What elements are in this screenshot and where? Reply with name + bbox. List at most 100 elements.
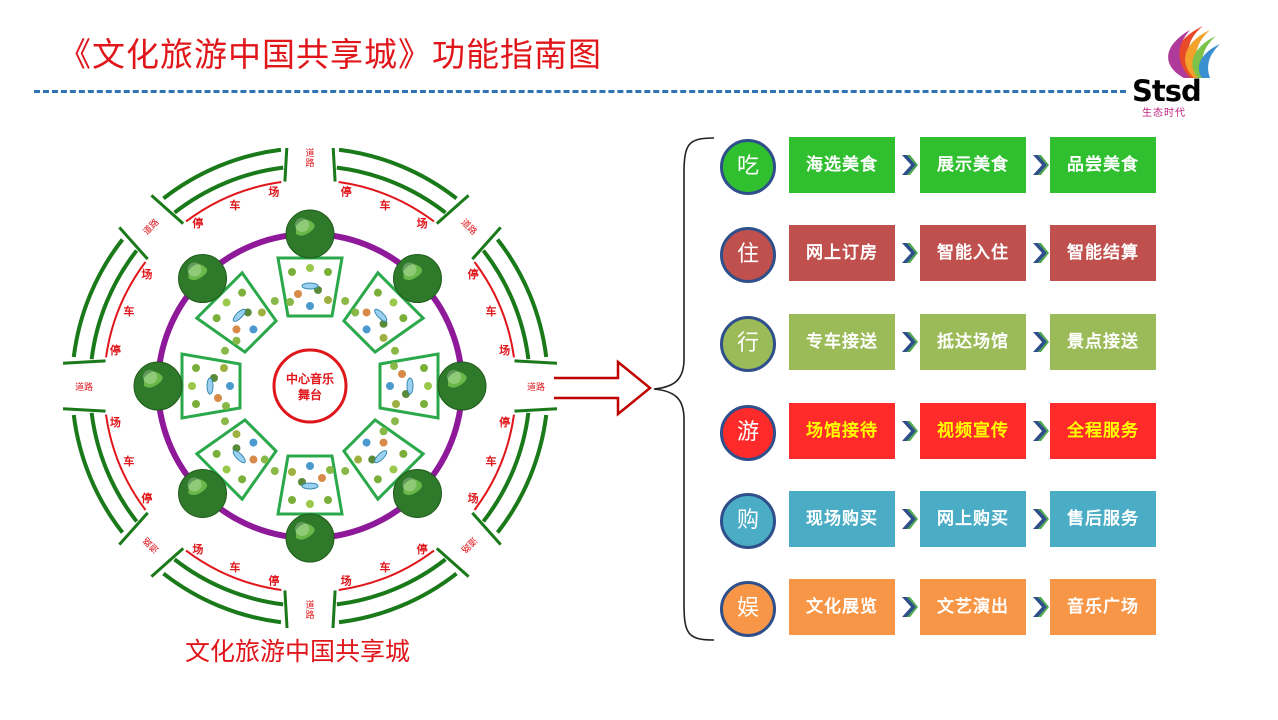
pavilion-decor bbox=[389, 298, 398, 307]
pavilion-decor bbox=[424, 382, 432, 390]
road-edge bbox=[435, 194, 470, 225]
road-edge bbox=[471, 511, 502, 546]
road-edge bbox=[331, 590, 337, 628]
outer-road-ring bbox=[173, 165, 284, 215]
category-circle: 行 bbox=[720, 316, 776, 372]
step-box: 现场购买 bbox=[789, 491, 895, 547]
city-layout-diagram: 道路道路道路道路道路道路道路道路停车场停车场停车场停车场停车场停车场停车场停车场… bbox=[62, 148, 558, 628]
outer-road-ring bbox=[173, 557, 284, 607]
pavilion-decor bbox=[326, 466, 334, 474]
pavilion-decor bbox=[288, 468, 296, 476]
fountain-icon bbox=[374, 308, 388, 322]
chevron-right-icon bbox=[1033, 597, 1049, 617]
step-box: 视频宣传 bbox=[920, 403, 1026, 459]
pavilion-decor bbox=[386, 382, 394, 390]
globe-icon bbox=[285, 513, 335, 563]
pavilion-decor bbox=[226, 382, 234, 390]
brace-icon bbox=[653, 137, 715, 641]
chevron-right-icon bbox=[902, 243, 918, 263]
globe-icon bbox=[178, 254, 228, 304]
guide-row: 行专车接送抵达场馆景点接送 bbox=[720, 314, 1160, 374]
outer-road-ring bbox=[336, 165, 447, 215]
pavilion-decor bbox=[379, 333, 388, 342]
parking-label: 停 bbox=[417, 542, 428, 556]
chevron-right-icon bbox=[902, 597, 918, 617]
pavilion-decor bbox=[398, 370, 406, 378]
outer-road-ring bbox=[338, 148, 458, 201]
pavilion-decor bbox=[306, 500, 314, 508]
parking-ring bbox=[185, 181, 282, 223]
plant-icon bbox=[270, 297, 279, 306]
guide-row: 住网上订房智能入住智能结算 bbox=[720, 225, 1160, 285]
fountain-icon bbox=[406, 377, 414, 395]
chevron-right-icon bbox=[1033, 509, 1049, 529]
chevron-right-icon bbox=[902, 509, 918, 529]
outer-road-ring bbox=[89, 249, 139, 360]
fountain-icon bbox=[301, 282, 319, 290]
guide-row: 购现场购买网上购买售后服务 bbox=[720, 491, 1160, 551]
parking-label: 车 bbox=[123, 454, 134, 468]
parking-label: 停 bbox=[499, 415, 510, 429]
road-edge bbox=[150, 194, 185, 225]
globe-land bbox=[403, 479, 423, 496]
outer-road-ring bbox=[495, 414, 549, 534]
outer-road-ring bbox=[162, 148, 282, 201]
outer-road-ring bbox=[89, 412, 139, 523]
pavilion-decor bbox=[288, 268, 296, 276]
globe-shine bbox=[295, 522, 309, 536]
fountain-icon bbox=[301, 482, 319, 490]
globe-land bbox=[448, 371, 467, 388]
title-divider bbox=[34, 90, 1126, 93]
guide-row: 游场馆接待视频宣传全程服务 bbox=[720, 403, 1160, 463]
pavilion-decor bbox=[354, 455, 363, 464]
parking-label: 停 bbox=[110, 343, 121, 357]
step-box: 网上购买 bbox=[920, 491, 1026, 547]
chevron-right-icon bbox=[902, 421, 918, 441]
globe-shine bbox=[187, 262, 202, 277]
pavilion-decor bbox=[351, 308, 360, 317]
center-stage-label: 中心音乐 bbox=[286, 371, 334, 386]
step-box: 抵达场馆 bbox=[920, 314, 1026, 370]
road-label-char: 道 bbox=[305, 599, 314, 611]
pavilion-decor bbox=[379, 427, 388, 436]
parking-label: 场 bbox=[468, 491, 479, 505]
logo-subtitle: 生态时代 bbox=[1142, 108, 1186, 119]
category-circle: 吃 bbox=[720, 139, 776, 195]
pavilion-decor bbox=[238, 475, 247, 484]
parking-ring bbox=[105, 414, 147, 511]
outer-road-ring bbox=[71, 238, 125, 358]
outer-road-ring bbox=[481, 412, 531, 523]
road-edge bbox=[435, 547, 470, 578]
parking-ring bbox=[473, 261, 515, 358]
globe-icon bbox=[392, 468, 442, 518]
plant-icon bbox=[221, 417, 230, 426]
step-box: 网上订房 bbox=[789, 225, 895, 281]
guide-row: 吃海选美食展示美食品尝美食 bbox=[720, 137, 1160, 197]
road-label: 道路 bbox=[140, 216, 161, 237]
pavilion-decor bbox=[362, 438, 371, 447]
pavilion-decor bbox=[232, 336, 241, 345]
pavilion-decor bbox=[260, 455, 269, 464]
road-label: 道路 bbox=[458, 534, 479, 555]
parking-ring bbox=[473, 414, 515, 511]
road-edge bbox=[62, 359, 106, 365]
center-stage-label: 舞台 bbox=[297, 387, 322, 402]
pavilion-decor bbox=[288, 496, 296, 504]
pavilion-decor bbox=[232, 325, 241, 334]
road-edge bbox=[514, 407, 558, 413]
globe-icon bbox=[392, 254, 442, 304]
plant-icon bbox=[341, 466, 350, 475]
page-title: 《文化旅游中国共享城》功能指南图 bbox=[58, 35, 602, 74]
pavilion-decor bbox=[212, 449, 221, 458]
parking-label: 场 bbox=[499, 343, 510, 357]
pavilion-decor bbox=[222, 298, 231, 307]
parking-ring bbox=[105, 261, 147, 358]
pavilion-decor bbox=[286, 298, 294, 306]
parking-label: 停 bbox=[341, 184, 352, 198]
step-box: 售后服务 bbox=[1050, 491, 1156, 547]
step-box: 音乐广场 bbox=[1050, 579, 1156, 635]
pavilion-decor bbox=[379, 438, 388, 447]
step-box: 文化展览 bbox=[789, 579, 895, 635]
parking-label: 车 bbox=[380, 560, 391, 574]
pavilion bbox=[378, 352, 440, 420]
